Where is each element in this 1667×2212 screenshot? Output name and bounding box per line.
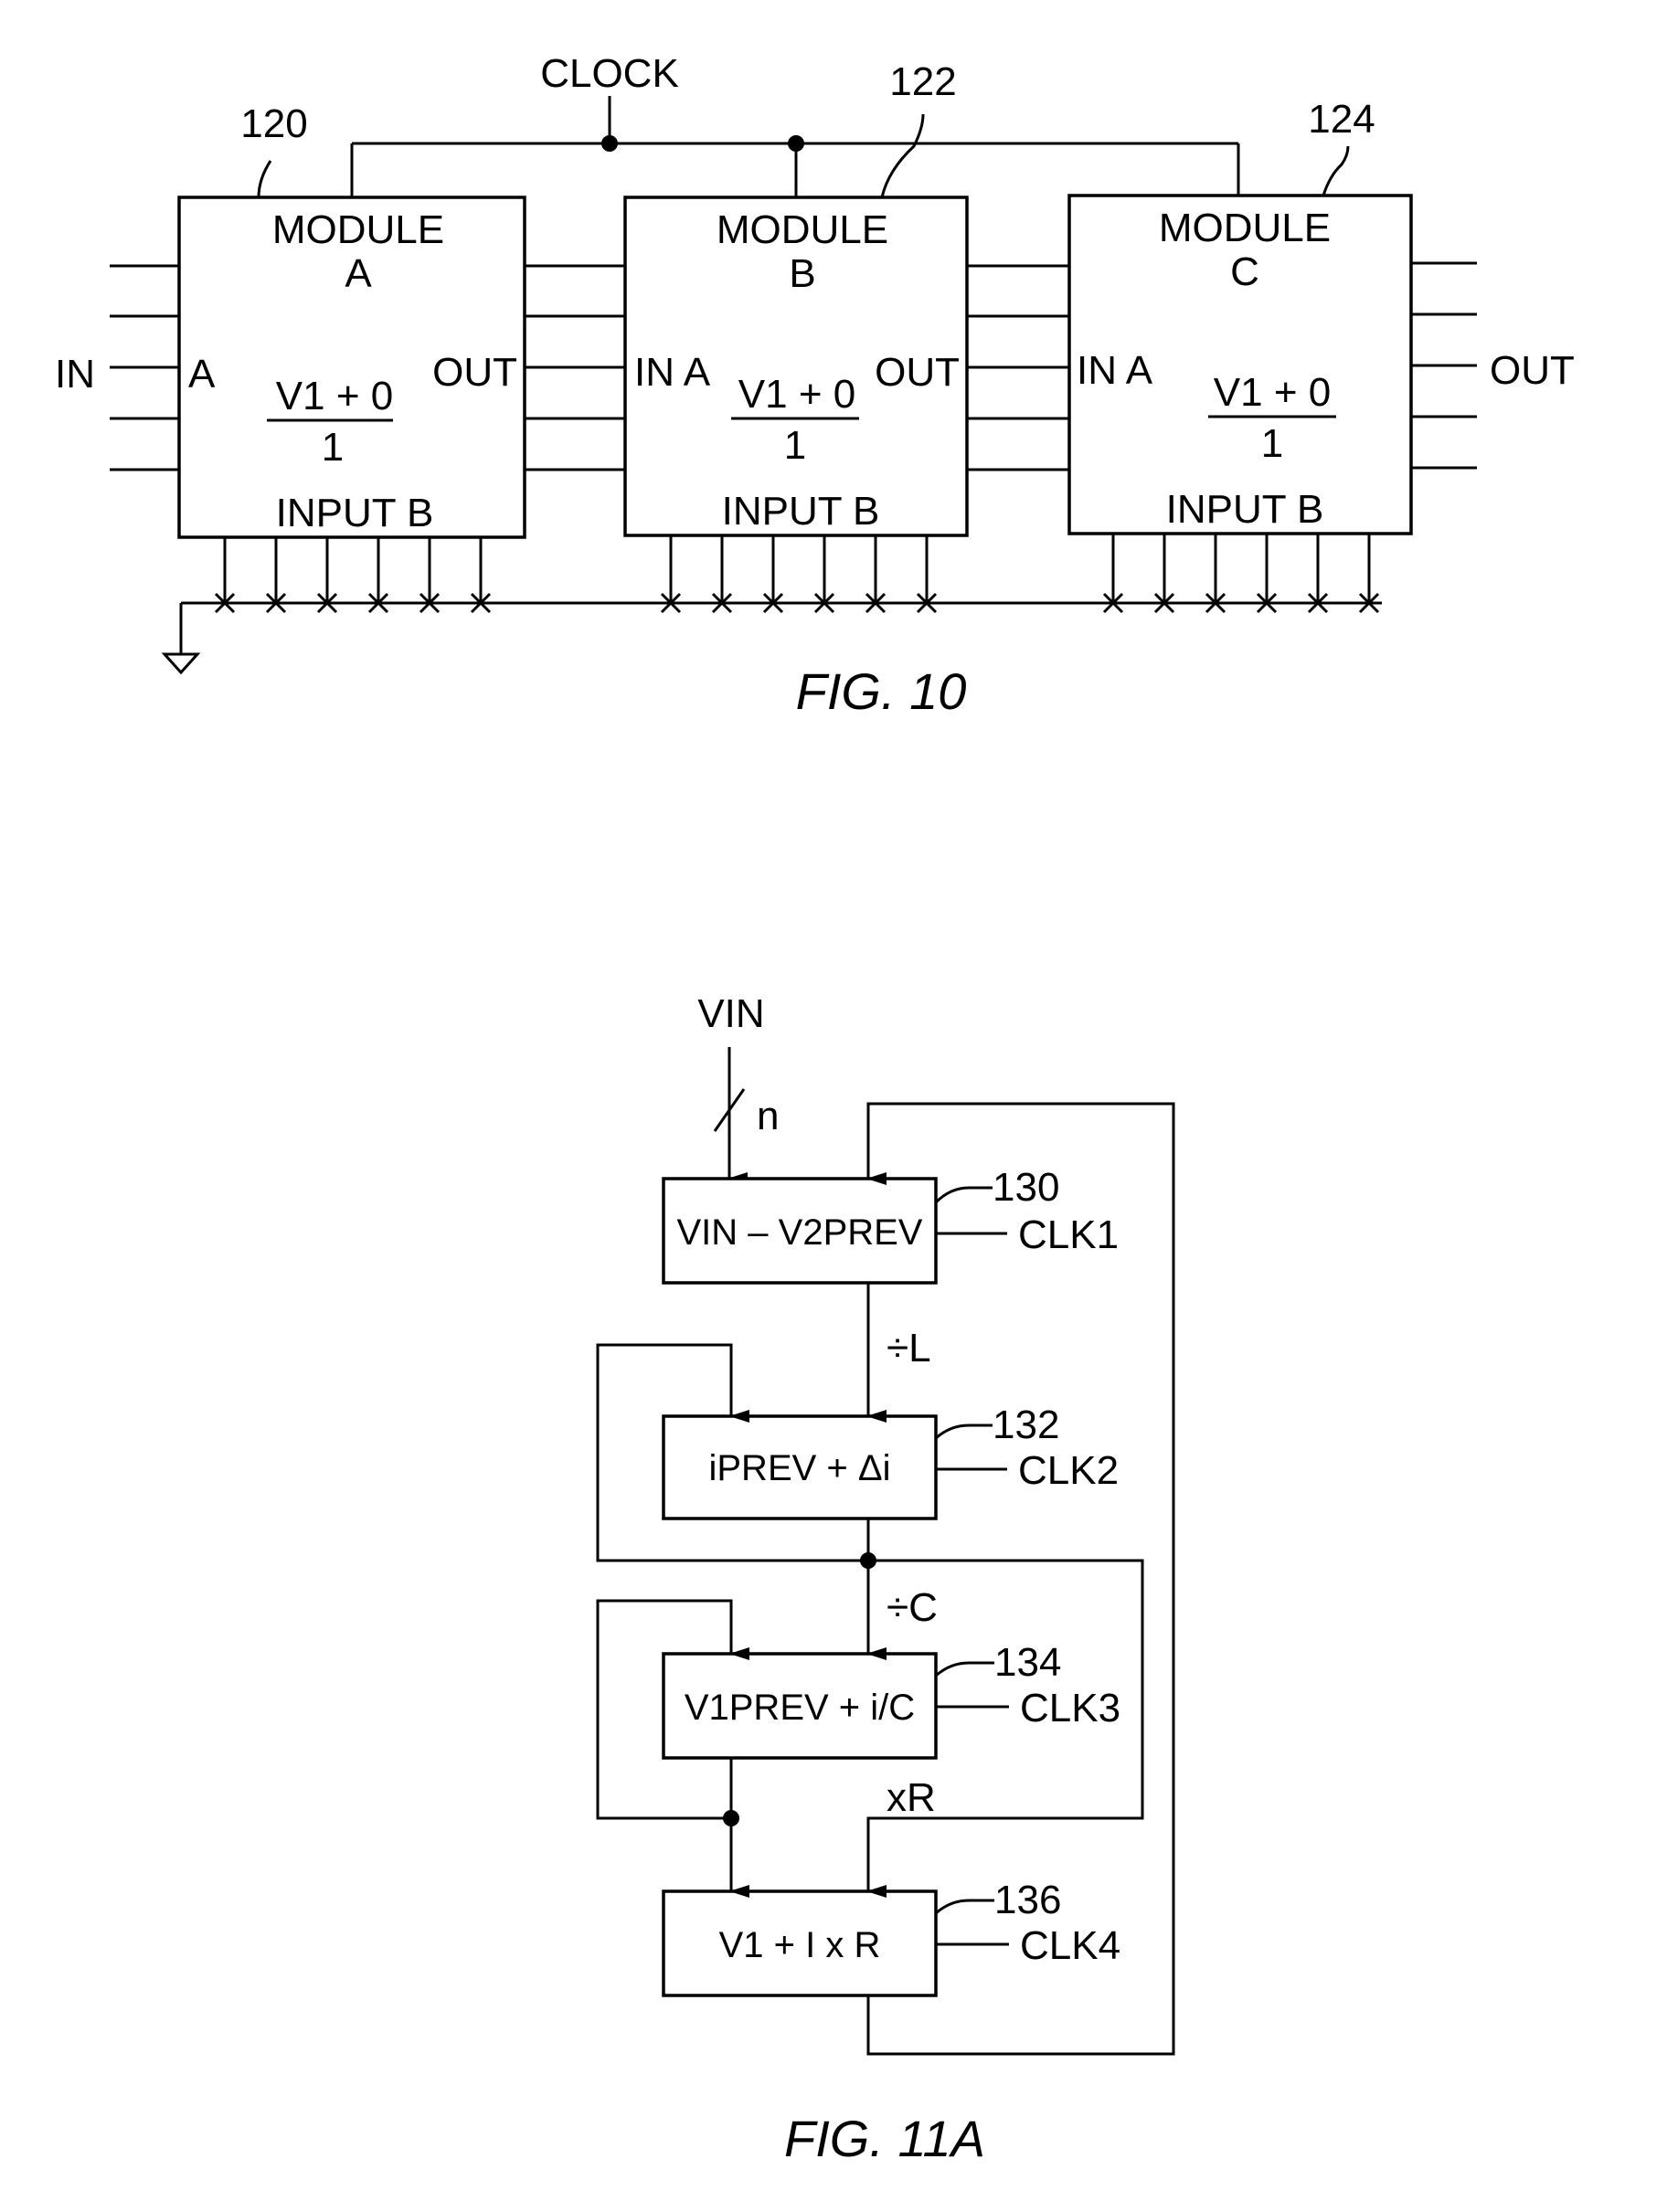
module-b-letter: B	[789, 251, 815, 296]
fig10-out-label: OUT	[1490, 348, 1575, 393]
module-a-to-b-bus	[525, 266, 625, 470]
module-c-output-lines	[1411, 263, 1477, 468]
fig10-diagram: CLOCK	[55, 51, 1575, 720]
module-c-reference: 124	[1308, 97, 1375, 142]
fig11a-caption: FIG. 11A	[784, 2110, 985, 2167]
module-a-reference: 120	[240, 101, 307, 146]
module-c-in-label: IN A	[1077, 348, 1153, 393]
module-a-denominator: 1	[322, 425, 344, 470]
input-b-ground-pins	[165, 534, 1382, 672]
fig10-in-label: IN	[55, 352, 95, 397]
module-a-out-label: OUT	[432, 350, 517, 395]
block-130-expression: VIN – V2PREV	[676, 1212, 922, 1253]
module-b-input-b-label: INPUT B	[722, 489, 880, 534]
module-a-letter: A	[345, 251, 372, 296]
block-136-reference: 136	[994, 1878, 1061, 1922]
module-c-expression: V1 + 0	[1214, 370, 1331, 415]
clk2-label: CLK2	[1018, 1448, 1119, 1493]
module-a-expression: V1 + 0	[276, 374, 393, 418]
module-c-input-b-label: INPUT B	[1166, 487, 1324, 532]
module-c-letter: C	[1230, 249, 1259, 294]
clock-junction-dot	[601, 135, 618, 152]
module-b-out-label: OUT	[875, 350, 960, 395]
module-b-denominator: 1	[784, 423, 806, 468]
clk3-label: CLK3	[1020, 1686, 1120, 1730]
divide-c-label: ÷C	[887, 1585, 938, 1630]
module-a-title: MODULE	[272, 207, 444, 252]
module-c-denominator: 1	[1261, 421, 1283, 466]
module-b-in-label: IN A	[634, 350, 711, 395]
module-a-in-label: A	[188, 352, 216, 397]
bus-width-label: n	[757, 1094, 779, 1138]
fig10-caption: FIG. 10	[796, 662, 967, 720]
block-134-reference: 134	[994, 1640, 1061, 1685]
block-136-expression: V1 + I x R	[719, 1925, 881, 1965]
clk1-label: CLK1	[1018, 1212, 1119, 1257]
module-a-input-lines	[110, 266, 179, 470]
block-132-expression: iPREV + Δi	[708, 1448, 890, 1488]
clk4-label: CLK4	[1020, 1923, 1120, 1968]
block-130-reference: 130	[993, 1165, 1059, 1210]
module-a-input-b-label: INPUT B	[276, 491, 434, 535]
multiply-r-label: xR	[887, 1775, 936, 1820]
module-b-title: MODULE	[717, 207, 888, 252]
module-c-title: MODULE	[1159, 206, 1331, 250]
module-b-reference: 122	[889, 59, 956, 104]
divide-l-label: ÷L	[887, 1326, 931, 1371]
block-132-reference: 132	[993, 1402, 1059, 1447]
block-134-expression: V1PREV + i/C	[685, 1688, 915, 1728]
clock-label: CLOCK	[540, 51, 679, 96]
module-b-expression: V1 + 0	[738, 372, 855, 417]
clock-junction-dot	[788, 135, 804, 152]
module-b-to-c-bus	[967, 266, 1069, 470]
clock-bus	[352, 96, 1238, 197]
vin-label: VIN	[697, 991, 764, 1036]
fig11a-diagram: VIN n VIN – V2PREV iPREV + Δi V1PREV + i…	[598, 991, 1173, 2167]
